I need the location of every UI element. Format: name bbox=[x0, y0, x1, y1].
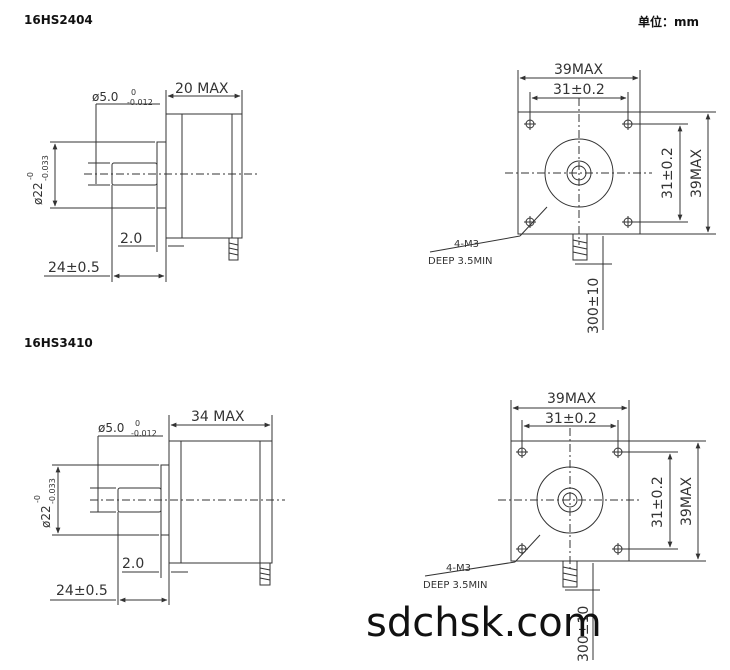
flange-thickness-label: 2.0 bbox=[122, 556, 144, 572]
overall-max-label: 39MAX bbox=[554, 62, 603, 78]
length-max-label: 34 MAX bbox=[191, 409, 245, 425]
overall-max-vertical-label: 39MAX bbox=[689, 149, 705, 198]
bottom-side-labels: 34 MAX ø5.0 0 -0.012 ø22 -0 -0.033 2.0 2… bbox=[33, 409, 245, 599]
boss-tol-upper: -0 bbox=[26, 172, 35, 180]
thread-label: 4-M3 bbox=[454, 239, 479, 250]
model-title-bottom: 16HS3410 bbox=[24, 336, 93, 350]
top-front-labels: 39MAX 31±0.2 31±0.2 39MAX 4-M3 DEEP 3.5M… bbox=[428, 62, 705, 334]
boss-tol-upper: -0 bbox=[33, 495, 42, 503]
hole-spacing-label: 31±0.2 bbox=[553, 82, 605, 98]
shaft-diameter-label: ø5.0 bbox=[92, 90, 118, 104]
shaft-diameter-label: ø5.0 bbox=[98, 421, 124, 435]
shaft-tol-upper: 0 bbox=[135, 419, 140, 428]
hole-spacing-vertical-label: 31±0.2 bbox=[660, 147, 676, 199]
shaft-tol-upper: 0 bbox=[131, 88, 136, 97]
overall-max-label: 39MAX bbox=[547, 391, 596, 407]
lead-wires bbox=[228, 237, 239, 261]
mount-holes bbox=[516, 446, 624, 555]
depth-label: DEEP 3.5MIN bbox=[428, 256, 493, 267]
shaft-tol-lower: -0.012 bbox=[127, 98, 153, 107]
top-front-view bbox=[429, 70, 716, 330]
hole-spacing-vertical-label: 31±0.2 bbox=[650, 476, 666, 528]
model-title-top: 16HS2404 bbox=[24, 13, 93, 27]
depth-label: DEEP 3.5MIN bbox=[423, 580, 488, 591]
hole-spacing-label: 31±0.2 bbox=[545, 411, 597, 427]
bottom-front-labels: 39MAX 31±0.2 31±0.2 39MAX 4-M3 DEEP 3.5M… bbox=[423, 391, 695, 662]
shaft-length-label: 24±0.5 bbox=[56, 583, 108, 599]
boss-tol-lower: -0.033 bbox=[48, 478, 57, 504]
lead-length-label: 300±10 bbox=[586, 278, 602, 334]
shaft-length-label: 24±0.5 bbox=[48, 260, 100, 276]
boss-diameter-label: ø22 bbox=[39, 505, 53, 528]
boss-diameter-label: ø22 bbox=[31, 182, 45, 205]
flange-thickness-label: 2.0 bbox=[120, 231, 142, 247]
unit-label: 单位：mm bbox=[638, 15, 700, 29]
thread-label: 4-M3 bbox=[446, 563, 471, 574]
shaft-tol-lower: -0.012 bbox=[131, 429, 157, 438]
motor-body-outline bbox=[165, 113, 243, 239]
mount-holes bbox=[524, 118, 634, 228]
overall-max-vertical-label: 39MAX bbox=[679, 477, 695, 526]
watermark-text: sdchsk.com bbox=[366, 600, 602, 646]
bottom-side-view bbox=[50, 415, 285, 605]
front-lead-wires bbox=[572, 233, 588, 261]
motor-body-outline bbox=[168, 440, 273, 564]
boss-tol-lower: -0.033 bbox=[41, 155, 50, 181]
top-side-labels: 20 MAX ø5.0 0 -0.012 ø22 -0 -0.033 2.0 2… bbox=[26, 81, 229, 276]
front-lead-wires bbox=[562, 560, 578, 588]
length-max-label: 20 MAX bbox=[175, 81, 229, 97]
front-boss bbox=[156, 141, 167, 209]
lead-wires bbox=[259, 562, 271, 586]
bottom-front-view bbox=[424, 400, 706, 660]
lead-length-label: 300±10 bbox=[576, 606, 592, 662]
top-side-view bbox=[44, 90, 258, 282]
